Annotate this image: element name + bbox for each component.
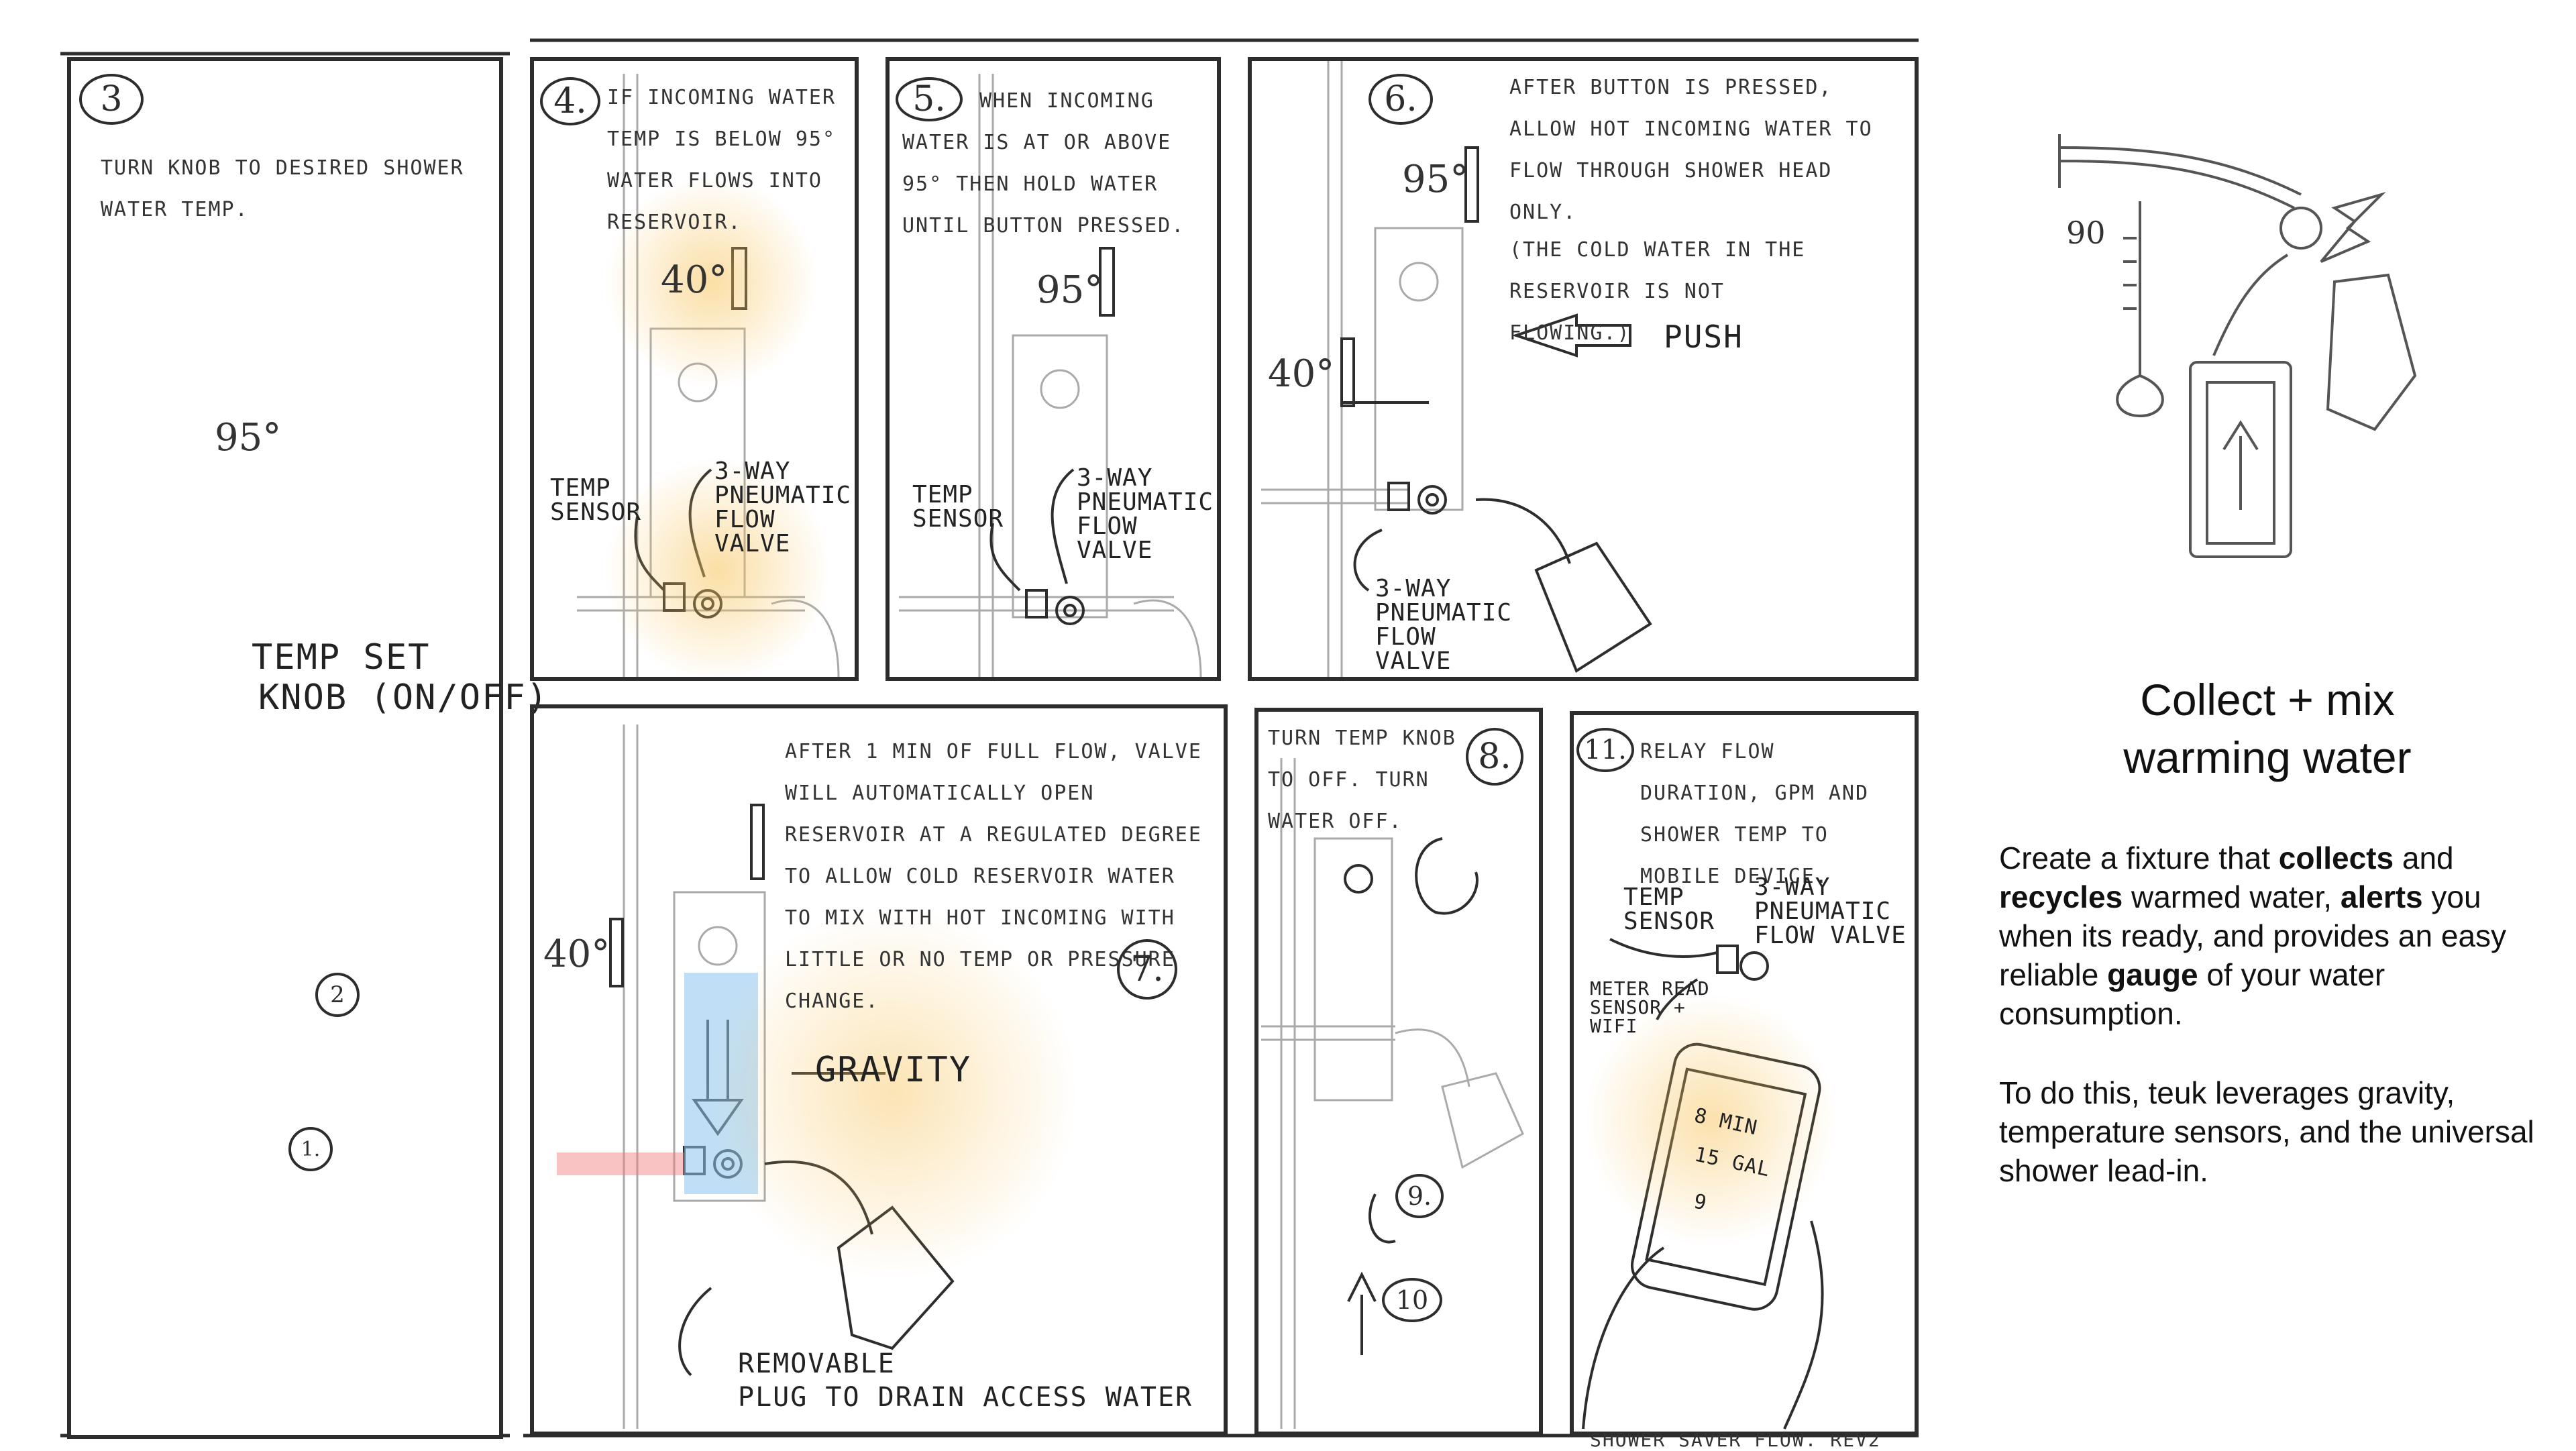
panel-4-note: IF INCOMING WATER TEMP IS BELOW 95° WATE… xyxy=(607,86,837,234)
temp-set-knob-label-2: KNOB (ON/OFF) xyxy=(258,678,549,718)
panel5-shower-sketch xyxy=(899,74,1202,678)
panel-3-note: TURN KNOB TO DESIRED SHOWER WATER TEMP. xyxy=(101,156,464,221)
panel-4 xyxy=(530,57,859,681)
panel-3-temp: 95° xyxy=(215,416,282,460)
panel-4-temp: 40° xyxy=(661,258,728,302)
hot-pipe-fill xyxy=(557,1152,684,1175)
panel-11-note: RELAY FLOW DURATION, GPM AND SHOWER TEMP… xyxy=(1640,740,1870,888)
panel-4-valve-label: 3-WAY PNEUMATIC FLOW VALVE xyxy=(714,458,852,557)
panel-7-temp: 40° xyxy=(543,932,610,976)
desc-text: of your water consumption. xyxy=(1999,957,2385,1031)
desc-bold: alerts xyxy=(2340,879,2423,914)
step-number-10: 10 xyxy=(1382,1278,1442,1322)
panel-8 xyxy=(1254,708,1543,1436)
panel-6-valve-label: 3-WAY PNEUMATIC FLOW VALVE xyxy=(1375,575,1513,675)
panel-5-temp: 95° xyxy=(1036,268,1104,312)
panel-6-temp-low: 40° xyxy=(1268,352,1335,396)
panel-8-note: TURN TEMP KNOB TO OFF. TURN WATER OFF. xyxy=(1268,727,1456,833)
step-number-4: 4. xyxy=(540,77,600,125)
panel-5 xyxy=(885,57,1221,681)
description-paragraph-2: To do this, teuk leverages gravity, temp… xyxy=(1999,1075,2534,1188)
gravity-label: GRAVITY xyxy=(815,1050,972,1090)
panel-5-note: WHEN INCOMING WATER IS AT OR ABOVE 95° T… xyxy=(902,89,1185,237)
temp-set-knob-label-1: TEMP SET xyxy=(252,637,431,678)
title-line-1: Collect + mix xyxy=(2140,675,2395,724)
step-number-2: 2 xyxy=(315,973,360,1017)
panel-4-temp-sensor-label: TEMP SENSOR xyxy=(550,474,642,526)
step-number-5: 5. xyxy=(896,77,963,121)
step-number-6: 6. xyxy=(1368,74,1433,125)
panel-11-meter-label: METER READ SENSOR + WIFI xyxy=(1590,977,1710,1037)
panel-11-valve-label: 3-WAY PNEUMATIC FLOW VALVE xyxy=(1754,873,1907,949)
panel-6 xyxy=(1248,57,1919,681)
warm-glow-panel11 xyxy=(1583,993,1838,1248)
step-number-7: 7. xyxy=(1117,939,1177,1000)
reservoir-fill xyxy=(684,973,758,1194)
desc-bold: collects xyxy=(2278,841,2394,875)
drawing-footer: SHOWER SAVER FLOW. REV2 xyxy=(1590,1429,1881,1451)
panel-11 xyxy=(1570,711,1919,1436)
panel-3 xyxy=(67,57,503,1439)
step-number-11: 11. xyxy=(1576,728,1634,772)
panel-6-note: AFTER BUTTON IS PRESSED, ALLOW HOT INCOM… xyxy=(1509,76,1873,224)
panel-6-note-2: (THE COLD WATER IN THE RESERVOIR IS NOT … xyxy=(1509,238,1806,345)
warm-glow-panel4-top xyxy=(604,174,818,389)
panel-6-temp-top: 95° xyxy=(1402,158,1469,201)
desc-text: and xyxy=(2394,841,2454,875)
desc-bold: recycles xyxy=(1999,879,2123,914)
push-label: PUSH xyxy=(1664,319,1743,355)
panel-7-note: AFTER 1 MIN OF FULL FLOW, VALVE WILL AUT… xyxy=(785,740,1202,1013)
hero-fixture-sketch xyxy=(2058,134,2417,558)
hero-gauge-value: 90 xyxy=(2066,215,2106,251)
panel-5-valve-label: 3-WAY PNEUMATIC FLOW VALVE xyxy=(1077,464,1214,564)
step-number-1: 1. xyxy=(288,1127,333,1171)
desc-text: you when its ready, and provides an easy… xyxy=(1999,879,2507,992)
step-number-8: 8. xyxy=(1466,728,1523,786)
desc-bold: gauge xyxy=(2107,957,2198,992)
page-title: Collect + mix warming water xyxy=(1999,671,2536,786)
desc-text: warmed water, xyxy=(2123,879,2341,914)
plug-label-2: PLUG TO DRAIN ACCESS WATER xyxy=(738,1382,1193,1413)
warm-glow-panel4-valve xyxy=(604,456,832,684)
step-number-3: 3 xyxy=(79,74,144,125)
plug-label-1: REMOVABLE xyxy=(738,1348,896,1379)
panel-7 xyxy=(530,704,1228,1436)
description-paragraph-1: Create a fixture that collects and recyc… xyxy=(1999,839,2536,1033)
panel7-shower-sketch xyxy=(623,724,766,1429)
desc-text: Create a fixture that xyxy=(1999,841,2279,875)
title-line-2: warming water xyxy=(2123,733,2412,782)
panel-11-temp-sensor-label: TEMP SENSOR xyxy=(1623,883,1715,935)
panel8-shower-sketch xyxy=(1261,758,1524,1429)
step-number-9: 9. xyxy=(1395,1174,1444,1218)
warm-glow-panel7 xyxy=(704,906,1080,1281)
panel-5-temp-sensor-label: TEMP SENSOR xyxy=(912,481,1004,533)
